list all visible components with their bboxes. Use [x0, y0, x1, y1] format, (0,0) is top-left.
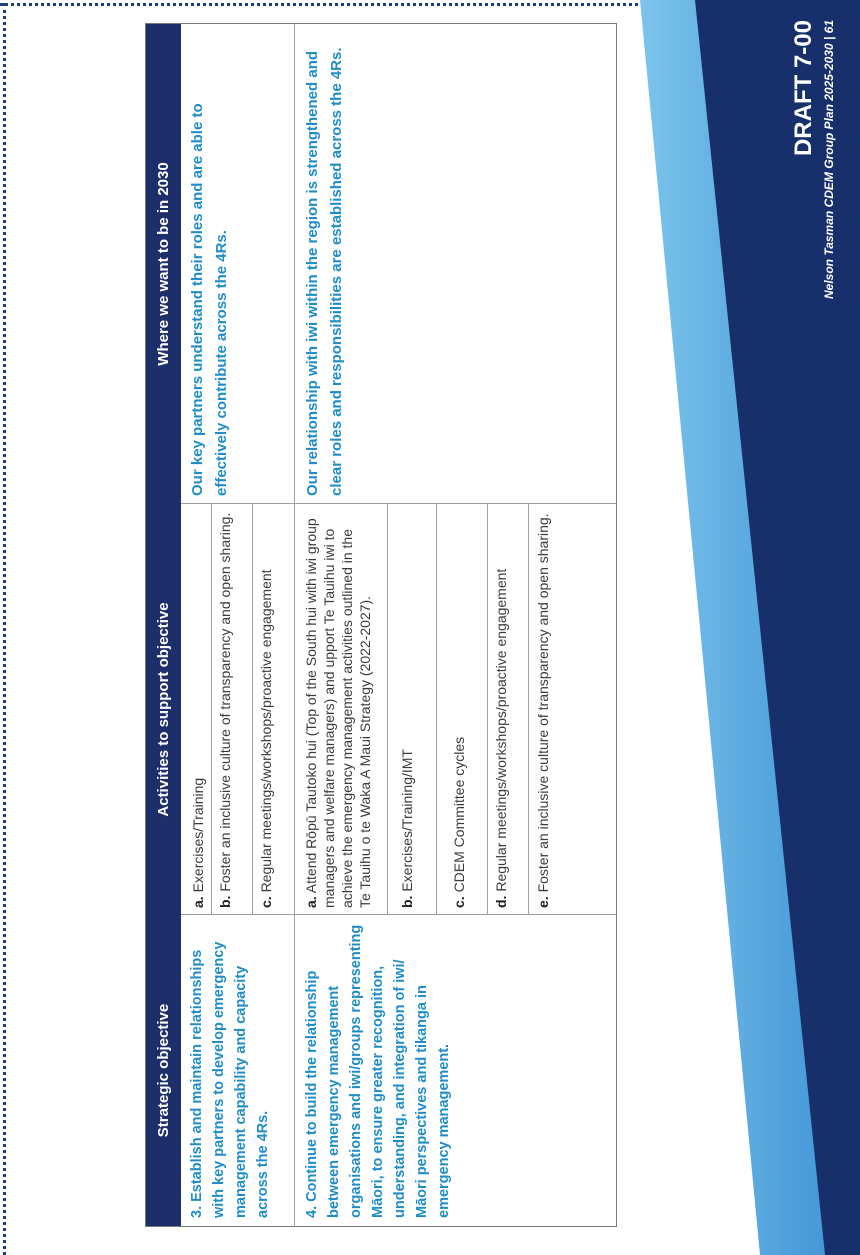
activity-4a: a. Attend Rōpū Tautoko hui (Top of the S…: [303, 518, 373, 908]
draft-label: DRAFT 7-00: [790, 20, 817, 157]
header-strategic-objective: Strategic objective: [155, 1003, 172, 1138]
activity-3a: a. Exercises/Training: [190, 777, 206, 908]
activity-3b: b. Foster an inclusive culture of transp…: [217, 512, 233, 908]
cell-divider: [252, 504, 253, 915]
activity-4d: d. Regular meetings/workshops/proactive …: [493, 568, 509, 908]
outcome-3: Our key partners understand their roles …: [189, 103, 230, 496]
header-activities: Activities to support objective: [155, 602, 172, 817]
column-divider: [181, 503, 616, 504]
dotted-border-left: [3, 3, 6, 1255]
cell-divider: [528, 504, 529, 915]
cell-divider: [487, 504, 488, 915]
row-divider: [294, 24, 295, 1226]
activity-4b: b. Exercises/Training/IMT: [399, 749, 415, 908]
activity-4c: c. CDEM Committee cycles: [451, 736, 467, 908]
activity-3c: c. Regular meetings/workshops/proactive …: [258, 569, 274, 908]
column-divider: [181, 914, 616, 915]
activity-4e: e. Foster an inclusive culture of transp…: [535, 513, 551, 908]
page-footer: Nelson Tasman CDEM Group Plan 2025-2030 …: [822, 20, 836, 300]
objective-4: 4. Continue to build the relationship be…: [304, 924, 452, 1218]
objective-3: 3. Establish and maintain relationships …: [189, 941, 271, 1218]
dotted-border-top: [0, 3, 860, 6]
table-header: Strategic objective Activities to suppor…: [146, 24, 181, 1226]
outcome-4: Our relationship with iwi within the reg…: [304, 47, 345, 496]
cell-divider: [436, 504, 437, 915]
objectives-table: Strategic objective Activities to suppor…: [145, 23, 617, 1227]
cell-divider: [211, 504, 212, 915]
header-outcome-2030: Where we want to be in 2030: [155, 162, 172, 366]
corner-graphic: [640, 0, 860, 1255]
cell-divider: [387, 504, 388, 915]
